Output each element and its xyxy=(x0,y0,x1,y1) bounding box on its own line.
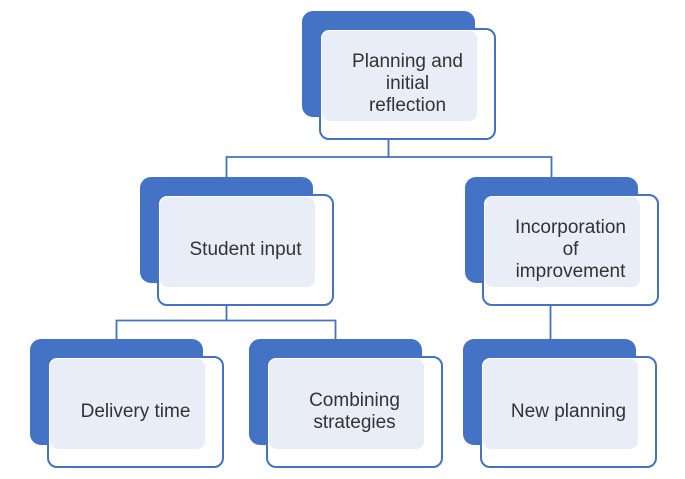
node-label-line: strategies xyxy=(313,412,396,433)
node-card: Planning and initial reflection xyxy=(319,28,496,140)
node-label: Combining strategies xyxy=(268,358,441,466)
node-label: Student input xyxy=(159,196,332,304)
node-planning-and-initial-reflection: Planning and initial reflection xyxy=(302,11,496,140)
node-label-line: improvement xyxy=(515,261,626,282)
node-label-line: New planning xyxy=(510,401,627,422)
node-card: Combining strategies xyxy=(266,356,443,468)
node-inner-fill xyxy=(50,359,205,449)
node-label-line: Delivery time xyxy=(80,401,191,422)
node-label: New planning xyxy=(482,358,655,466)
node-inner-fill xyxy=(485,197,640,287)
node-label-line: initial xyxy=(385,73,430,94)
node-delivery-time: Delivery time xyxy=(30,339,224,468)
node-label-line: Combining xyxy=(309,390,400,411)
node-student-input: Student input xyxy=(140,177,334,306)
node-card: New planning xyxy=(480,356,657,468)
node-inner-fill xyxy=(269,359,424,449)
node-label-line: Planning and xyxy=(352,51,463,72)
node-inner-fill xyxy=(322,31,477,121)
node-incorporation-of-improvement: Incorporation of improvement xyxy=(465,177,659,306)
connector-level2-elbow xyxy=(225,156,553,178)
node-label-line: of xyxy=(562,239,579,260)
node-card: Incorporation of improvement xyxy=(482,194,659,306)
node-inner-fill xyxy=(160,197,315,287)
node-label: Planning and initial reflection xyxy=(321,30,494,138)
node-card: Student input xyxy=(157,194,334,306)
node-new-planning: New planning xyxy=(463,339,657,468)
connector-level3-elbow xyxy=(115,319,337,340)
node-label-line: Incorporation xyxy=(515,217,626,238)
node-inner-fill xyxy=(483,359,638,449)
node-label: Delivery time xyxy=(49,358,222,466)
node-card: Delivery time xyxy=(47,356,224,468)
node-label-line: reflection xyxy=(368,95,447,116)
node-label-line: Student input xyxy=(189,239,302,260)
node-label: Incorporation of improvement xyxy=(484,196,657,304)
node-combining-strategies: Combining strategies xyxy=(249,339,443,468)
